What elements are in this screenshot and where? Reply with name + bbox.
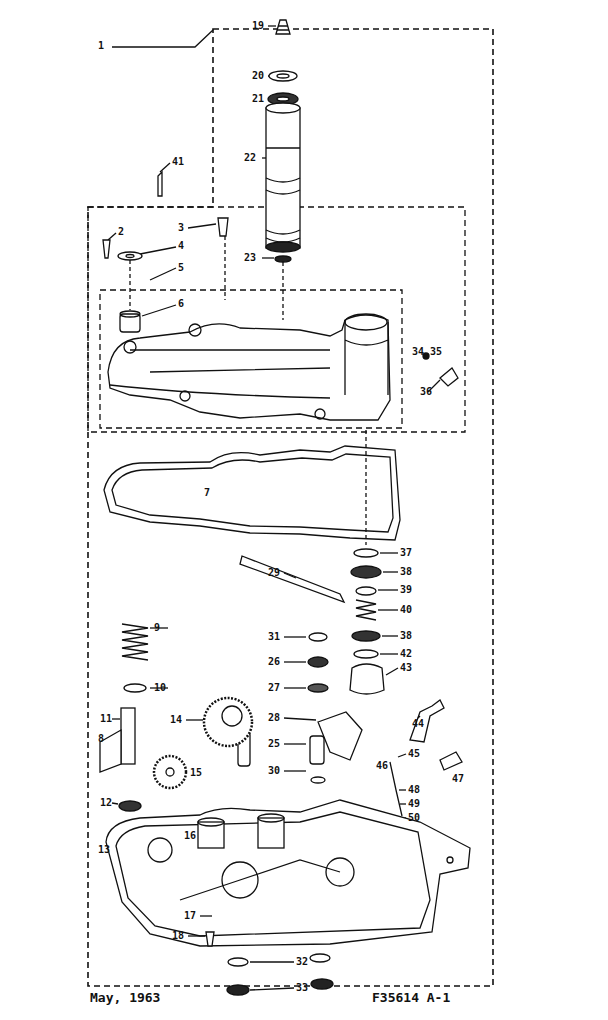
callout-number: 44 <box>412 718 424 730</box>
callout-number: 46 <box>376 760 388 772</box>
callout-number: 23 <box>244 252 256 264</box>
callout-number: 50 <box>408 812 420 824</box>
callout-number: 18 <box>172 930 184 942</box>
callout-number: 38 <box>400 630 412 642</box>
callout-number: 25 <box>268 738 280 750</box>
callout-number: 31 <box>268 631 280 643</box>
callout-number: 20 <box>252 70 264 82</box>
callout-number: 6 <box>178 298 184 310</box>
callout-number: 12 <box>100 797 112 809</box>
callout-number: 16 <box>184 830 196 842</box>
drawing-note: May, 1963 <box>90 990 160 1005</box>
callout-number: 35 <box>430 346 442 358</box>
callout-number: 36 <box>420 386 432 398</box>
callout-number: 37 <box>400 547 412 559</box>
callout-number: 11 <box>100 713 112 725</box>
callout-number: 14 <box>170 714 182 726</box>
callout-number: 32 <box>296 956 308 968</box>
callout-number: 28 <box>268 712 280 724</box>
callout-number: 40 <box>400 604 412 616</box>
drawing-note: F35614 A-1 <box>372 990 450 1005</box>
callout-number: 1 <box>98 40 104 52</box>
callout-number: 43 <box>400 662 412 674</box>
callout-number: 26 <box>268 656 280 668</box>
callout-number: 45 <box>408 748 420 760</box>
callout-number: 33 <box>296 982 308 994</box>
callout-number: 8 <box>98 733 104 745</box>
callout-number: 4 <box>178 240 184 252</box>
callout-number: 19 <box>252 20 264 32</box>
callout-number: 21 <box>252 93 264 105</box>
callout-number: 17 <box>184 910 196 922</box>
callout-number: 2 <box>118 226 124 238</box>
callout-number: 9 <box>154 622 160 634</box>
callout-number: 10 <box>154 682 166 694</box>
callout-number: 49 <box>408 798 420 810</box>
callout-number: 42 <box>400 648 412 660</box>
callout-number: 48 <box>408 784 420 796</box>
callout-number: 3 <box>178 222 184 234</box>
callout-number: 38 <box>400 566 412 578</box>
callout-number: 22 <box>244 152 256 164</box>
callout-number: 5 <box>178 262 184 274</box>
callout-number: 27 <box>268 682 280 694</box>
callout-number: 39 <box>400 584 412 596</box>
callout-number: 34 <box>412 346 424 358</box>
callout-number: 15 <box>190 767 202 779</box>
callout-number: 41 <box>172 156 184 168</box>
callout-number: 13 <box>98 844 110 856</box>
callout-number: 29 <box>268 567 280 579</box>
callout-number: 7 <box>204 487 210 499</box>
callout-number: 30 <box>268 765 280 777</box>
callout-number: 47 <box>452 773 464 785</box>
